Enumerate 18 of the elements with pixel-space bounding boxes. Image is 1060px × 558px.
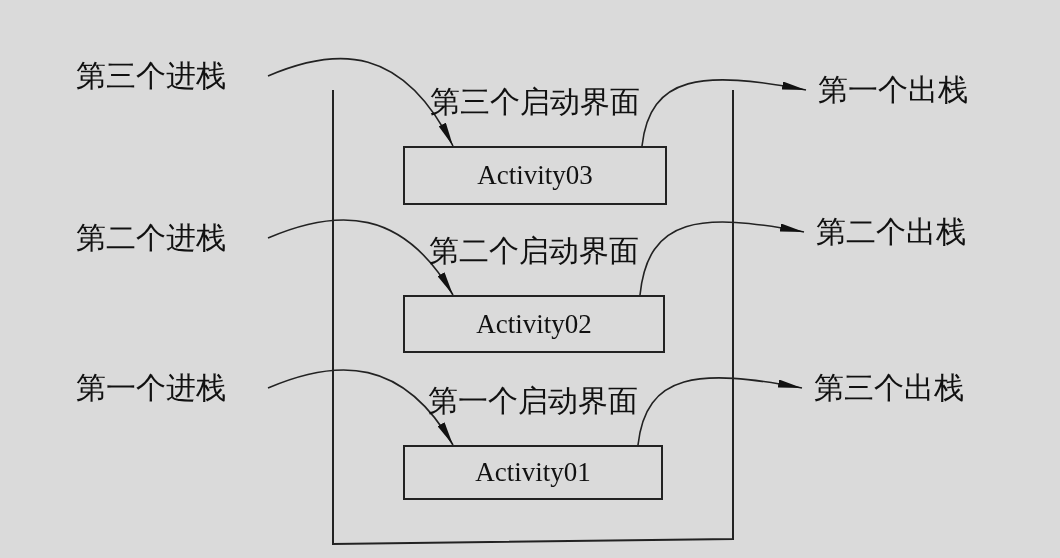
curved-arrow <box>637 377 803 446</box>
activity-box: Activity03 <box>403 146 667 205</box>
stack-label: 第二个出栈 <box>816 214 991 250</box>
stack-label: 第一个出栈 <box>818 72 993 108</box>
stack-label: 第一个进栈 <box>76 370 256 406</box>
screen-caption: 第二个启动界面 <box>428 233 640 269</box>
stack-label: 第三个出栈 <box>814 370 989 406</box>
curved-arrow <box>267 57 454 147</box>
screen-caption: 第三个启动界面 <box>429 84 641 120</box>
activity-box: Activity01 <box>403 445 663 500</box>
activity-box: Activity02 <box>403 295 665 353</box>
screen-caption: 第一个启动界面 <box>427 383 639 419</box>
curved-arrow <box>267 369 454 446</box>
stack-label: 第二个进栈 <box>76 220 256 256</box>
curved-arrow <box>639 221 805 296</box>
curved-arrow <box>267 219 454 296</box>
stack-label: 第三个进栈 <box>76 58 256 94</box>
curved-arrow <box>641 79 807 147</box>
